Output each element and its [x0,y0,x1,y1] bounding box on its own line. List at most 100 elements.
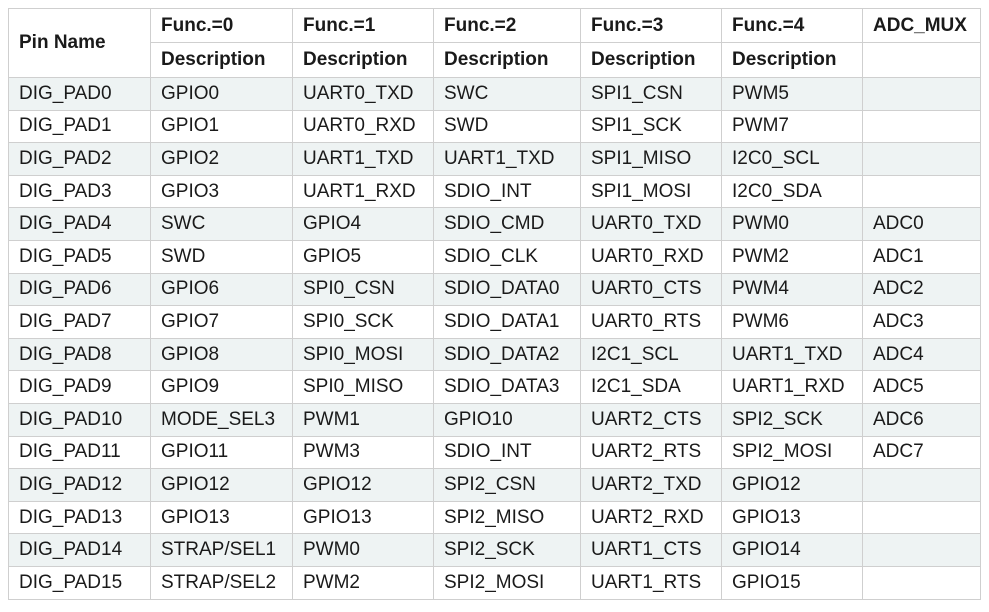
adc-mux-cell: ADC3 [862,305,981,339]
pin-name-cell: DIG_PAD3 [8,174,151,209]
func-4-cell: I2C0_SCL [721,142,863,176]
header-row-top: Pin Name Func.=0 Func.=1 Func.=2 Func.=3… [8,8,981,78]
func-2-cell: SDIO_DATA1 [433,305,581,339]
func-2-cell: UART1_TXD [433,142,581,176]
func-2-cell: SDIO_INT [433,174,581,209]
func-1-cell: GPIO12 [292,468,434,502]
pin-name-cell: DIG_PAD6 [8,272,151,307]
func-1-cell: PWM3 [292,435,434,470]
func-2-cell: SWD [433,109,581,144]
header-func-2: Func.=2 [433,8,581,43]
func-4-cell: PWM6 [721,305,863,339]
func-1-cell: UART0_TXD [292,77,434,111]
func-3-cell: UART0_RTS [580,305,722,339]
func-1-cell: UART1_RXD [292,174,434,209]
adc-mux-cell: ADC7 [862,435,981,470]
func-0-cell: STRAP/SEL1 [150,533,293,567]
func-1-cell: GPIO4 [292,207,434,241]
func-3-cell: UART2_RTS [580,435,722,470]
func-3-cell: UART0_CTS [580,272,722,307]
func-0-cell: GPIO12 [150,468,293,502]
header-description: Description [150,42,293,78]
func-4-cell: GPIO14 [721,533,863,567]
func-2-cell: SWC [433,77,581,111]
func-0-cell: GPIO2 [150,142,293,176]
func-2-cell: SDIO_INT [433,435,581,470]
pin-name-cell: DIG_PAD8 [8,337,151,372]
header-func-1: Func.=1 [292,8,434,43]
func-3-cell: SPI1_SCK [580,109,722,144]
pin-name-cell: DIG_PAD2 [8,142,151,176]
pin-name-cell: DIG_PAD15 [8,565,151,600]
func-4-cell: SPI2_MOSI [721,435,863,470]
func-0-cell: GPIO1 [150,109,293,144]
adc-mux-cell [862,77,981,111]
func-4-cell: SPI2_SCK [721,402,863,437]
func-0-cell: GPIO8 [150,337,293,372]
adc-mux-cell [862,142,981,176]
func-2-cell: GPIO10 [433,402,581,437]
pin-function-table: Pin Name Func.=0 Func.=1 Func.=2 Func.=3… [8,8,981,600]
func-2-cell: SDIO_CLK [433,239,581,274]
func-2-cell: SDIO_DATA0 [433,272,581,307]
func-0-cell: SWD [150,239,293,274]
func-4-cell: I2C0_SDA [721,174,863,209]
func-2-cell: SDIO_CMD [433,207,581,241]
pin-name-cell: DIG_PAD7 [8,305,151,339]
pin-name-cell: DIG_PAD4 [8,207,151,241]
pin-name-cell: DIG_PAD5 [8,239,151,274]
adc-mux-cell [862,468,981,502]
func-4-cell: PWM2 [721,239,863,274]
adc-mux-cell: ADC5 [862,370,981,404]
pin-name-cell: DIG_PAD14 [8,533,151,567]
func-4-cell: PWM5 [721,77,863,111]
func-3-cell: UART1_CTS [580,533,722,567]
header-row-sub: Description Description Description Desc… [9,42,981,78]
pin-name-cell: DIG_PAD13 [8,500,151,535]
adc-mux-cell [862,533,981,567]
adc-mux-cell [862,565,981,600]
header-description: Description [433,42,581,78]
header-func-4: Func.=4 [721,8,863,43]
func-3-cell: UART1_RTS [580,565,722,600]
func-3-cell: SPI1_MISO [580,142,722,176]
func-1-cell: PWM0 [292,533,434,567]
adc-mux-cell [862,109,981,144]
func-1-cell: SPI0_SCK [292,305,434,339]
func-0-cell: MODE_SEL3 [150,402,293,437]
func-4-cell: PWM0 [721,207,863,241]
func-0-cell: GPIO13 [150,500,293,535]
func-4-cell: PWM7 [721,109,863,144]
adc-mux-cell: ADC1 [862,239,981,274]
func-1-cell: PWM2 [292,565,434,600]
pin-name-cell: DIG_PAD1 [8,109,151,144]
func-0-cell: GPIO6 [150,272,293,307]
pin-name-cell: DIG_PAD0 [8,77,151,111]
adc-mux-cell [862,174,981,209]
func-1-cell: PWM1 [292,402,434,437]
func-3-cell: UART2_TXD [580,468,722,502]
func-0-cell: GPIO3 [150,174,293,209]
header-adc-mux-sub [862,42,981,78]
func-4-cell: GPIO12 [721,468,863,502]
func-2-cell: SDIO_DATA3 [433,370,581,404]
func-0-cell: GPIO9 [150,370,293,404]
func-0-cell: STRAP/SEL2 [150,565,293,600]
func-0-cell: GPIO11 [150,435,293,470]
func-0-cell: GPIO0 [150,77,293,111]
func-2-cell: SDIO_DATA2 [433,337,581,372]
func-1-cell: SPI0_CSN [292,272,434,307]
header-pin-name: Pin Name [8,8,151,78]
func-4-cell: GPIO15 [721,565,863,600]
